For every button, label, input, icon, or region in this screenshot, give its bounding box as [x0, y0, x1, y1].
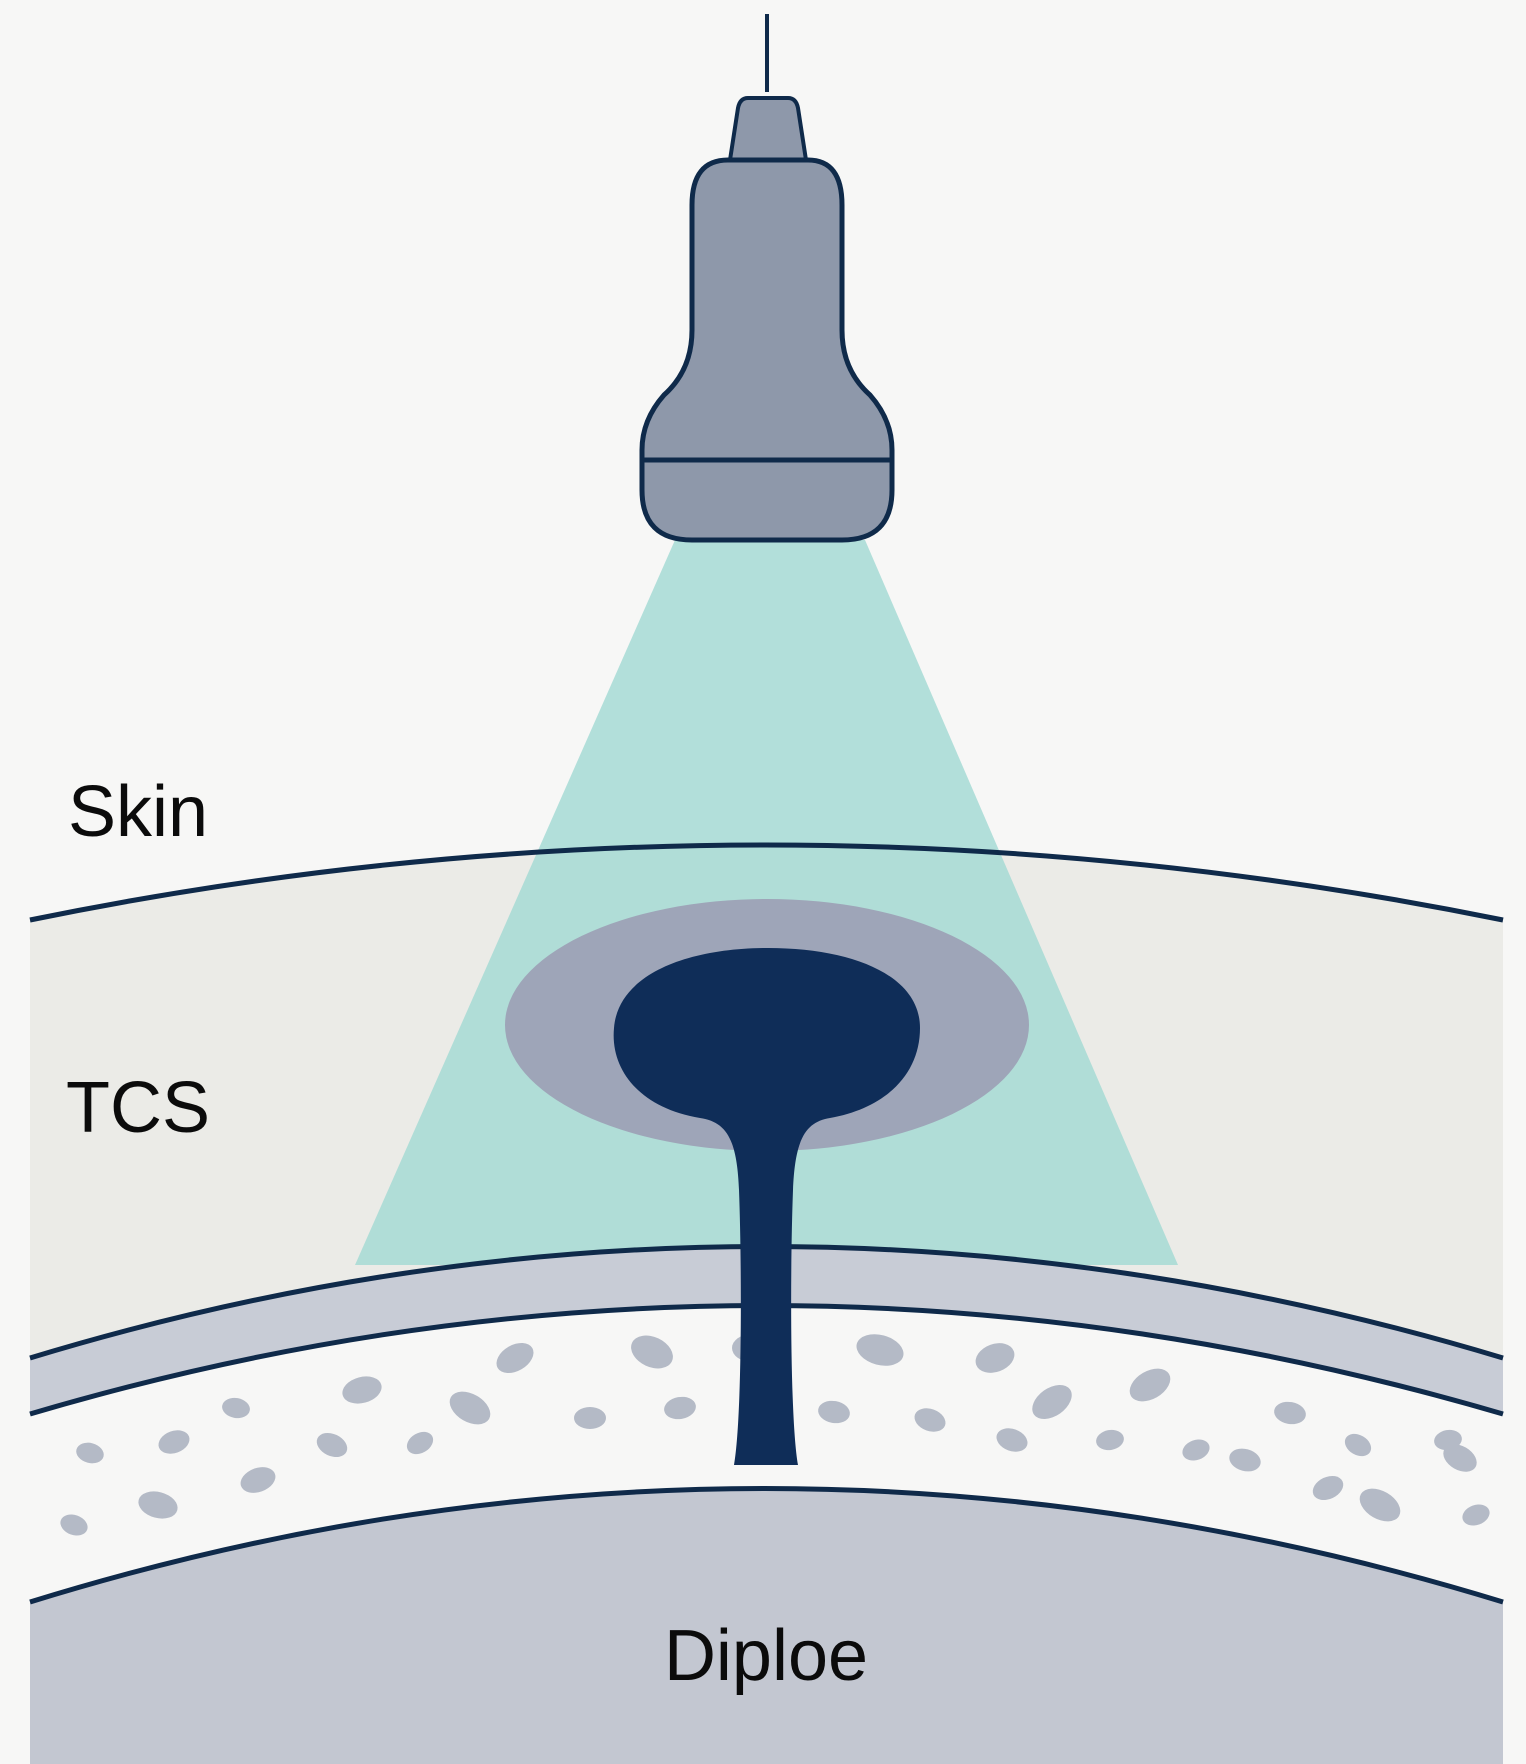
probe-neck — [730, 98, 806, 160]
label-skin: Skin — [68, 772, 208, 852]
label-diploe: Diploe — [664, 1616, 868, 1696]
bone-spot — [574, 1407, 606, 1429]
label-tcs: TCS — [66, 1068, 210, 1148]
